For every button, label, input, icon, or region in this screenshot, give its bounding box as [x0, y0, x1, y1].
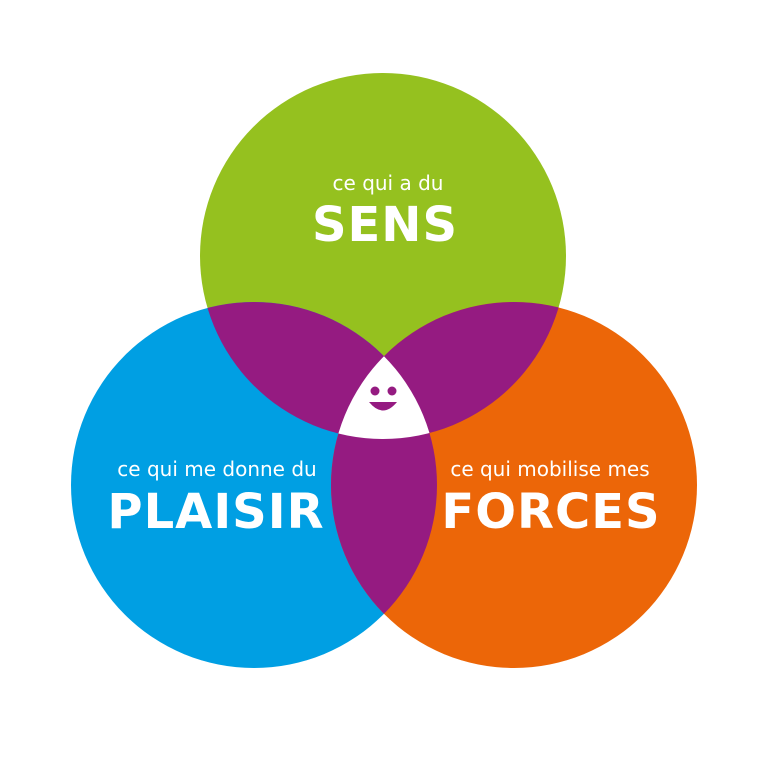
- smiley-face-icon: [369, 386, 397, 411]
- sens-title: SENS: [312, 197, 458, 253]
- smiley-mouth: [369, 402, 397, 411]
- overlap-sens-forces: [331, 302, 566, 439]
- smiley-right-eye: [387, 386, 397, 396]
- sens-subtitle: ce qui a du: [333, 171, 444, 195]
- plaisir-title: PLAISIR: [107, 484, 324, 540]
- overlap-sens-plaisir: [200, 302, 437, 439]
- forces-subtitle: ce qui mobilise mes: [450, 457, 649, 481]
- smiley-left-eye: [370, 386, 380, 396]
- plaisir-subtitle: ce qui me donne du: [117, 457, 316, 481]
- forces-title: FORCES: [441, 484, 660, 540]
